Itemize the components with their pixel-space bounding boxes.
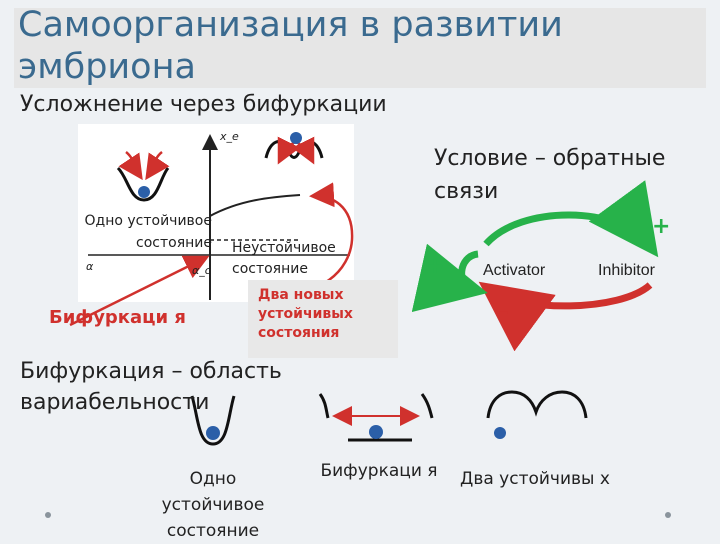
one-stable-label: Одно устойчивое состояние xyxy=(84,213,212,251)
axis-alpha-c-label: α_c xyxy=(192,264,211,277)
caption-two-stable: Два устойчивы х xyxy=(460,469,610,489)
stable-branch xyxy=(209,194,301,241)
bottom-single-well-icon xyxy=(190,395,236,446)
bottom-double-well-icon xyxy=(486,390,588,439)
axis-y-label: x_e xyxy=(220,130,239,143)
bottom-bifurcation-icon xyxy=(318,393,434,442)
axis-x-label: α xyxy=(86,260,94,273)
title-background xyxy=(14,8,706,88)
subtitle: Усложнение через бифуркации xyxy=(20,92,387,117)
feedback-plus-left: + xyxy=(426,254,445,279)
caption-one-stable: Одно устойчивое состояние xyxy=(161,469,265,541)
slide-corner-dot-left xyxy=(45,512,51,518)
plot-axes xyxy=(88,134,350,300)
unstable-label: Неустойчивое состояние xyxy=(232,240,336,277)
caption-bifurcation: Бифуркаци я xyxy=(320,461,438,481)
bifurcation-arrow xyxy=(69,255,210,327)
condition-text: Условие – обратные связи xyxy=(434,146,666,204)
bifurcation-label: Бифуркаци я xyxy=(49,307,186,328)
feedback-loop xyxy=(411,180,659,352)
inhibitor-label: Inhibitor xyxy=(598,262,655,279)
slide-title: Самоорганизация в развитии эмбриона xyxy=(18,5,563,87)
double-well-icon xyxy=(264,132,324,165)
slide-corner-dot-right xyxy=(665,512,671,518)
feedback-plus-top: + xyxy=(652,214,671,239)
two-new-states-box xyxy=(248,280,398,358)
feedback-minus: – xyxy=(498,300,509,325)
single-well-icon xyxy=(116,151,170,202)
two-new-states-label: Два новых устойчивых состояния xyxy=(258,287,353,341)
region-text: Бифуркация – область вариабельности xyxy=(20,359,282,415)
activator-label: Activator xyxy=(483,262,546,279)
